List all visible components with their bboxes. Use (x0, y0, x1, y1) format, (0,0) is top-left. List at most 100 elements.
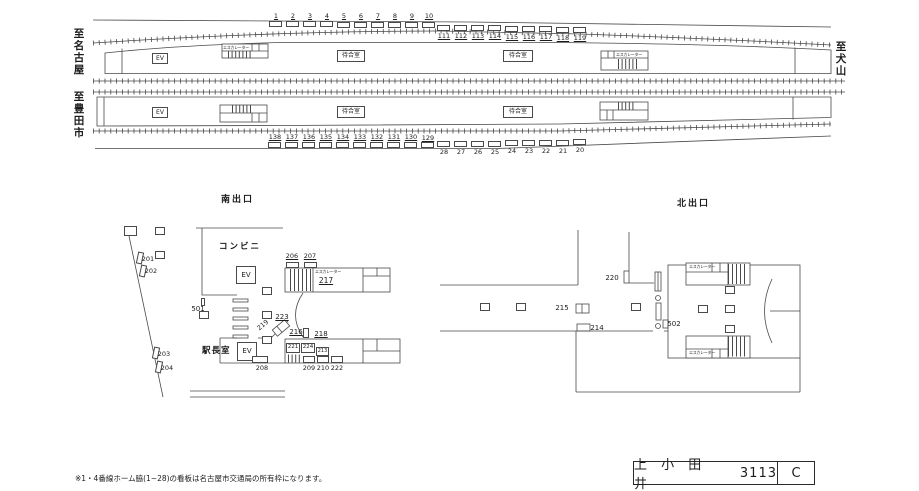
ad-number: 132 (370, 133, 384, 141)
pillar (262, 311, 272, 319)
station-master-label: 駅長室 (202, 346, 231, 356)
escalator-label: エスカレーター (689, 350, 715, 355)
escalator-label: エスカレーター (315, 269, 341, 274)
ad-number: 27 (456, 148, 466, 156)
escalator-label: エスカレーター (616, 51, 642, 57)
ad-number: 129 (421, 134, 435, 142)
ad-slot (522, 26, 535, 32)
ad-number: 203 (157, 350, 171, 358)
elevator-box: EV (152, 53, 168, 64)
station-class: C (777, 462, 814, 484)
ad-number: 216 (289, 328, 303, 336)
ticket-gates-north (654, 271, 662, 329)
platform-1 (104, 42, 832, 74)
ad-number: 215 (555, 304, 569, 312)
ad-number: 113 (471, 32, 485, 40)
ad-number: 117 (539, 33, 553, 41)
direction-toyota: 至豊田市 (72, 91, 85, 139)
ad-number: 116 (522, 33, 536, 41)
ad-slot (304, 262, 317, 268)
ad-number: 28 (439, 148, 449, 156)
ad-slot (201, 298, 205, 306)
escalator-stairs-box (685, 262, 751, 286)
ad-number: 210 (316, 364, 330, 372)
escalator-label: エスカレーター (689, 264, 715, 269)
ad-slot (285, 142, 298, 148)
stairs-box (599, 101, 649, 121)
bottom-boundary-line (95, 135, 832, 149)
ad-number: 133 (353, 133, 367, 141)
ad-slot (303, 21, 316, 27)
ad-number: 3 (307, 12, 313, 20)
waiting-room-box: 待合室 (337, 106, 365, 118)
ad-number: 114 (488, 32, 502, 40)
ad-slot (354, 22, 367, 28)
ad-number: 131 (387, 133, 401, 141)
ad-slot (371, 22, 384, 28)
ad-number: 6 (358, 12, 364, 20)
ad-number: 1 (273, 12, 279, 20)
north-exit-title: 北出口 (677, 199, 711, 209)
ad-number: 9 (409, 12, 415, 20)
ad-slot (573, 139, 586, 145)
ad-number: 208 (255, 364, 269, 372)
ad-slot (454, 25, 467, 31)
ad-number: 8 (392, 12, 398, 20)
ad-slot (337, 22, 350, 28)
pillar (155, 227, 165, 235)
ad-slot (421, 142, 434, 148)
pillar (516, 303, 526, 311)
ad-number: 21 (558, 147, 568, 155)
sign-box-214 (576, 323, 591, 332)
ad-number: 134 (336, 133, 350, 141)
pillar (262, 336, 272, 344)
ad-slot (454, 141, 467, 147)
ad-number: 218 (314, 330, 328, 338)
ad-number: 20 (575, 146, 585, 154)
ad-slot (471, 25, 484, 31)
ad-slot (422, 22, 435, 28)
ad-number: 138 (268, 133, 282, 141)
ad-slot (353, 142, 366, 148)
ad-slot (269, 21, 282, 27)
ad-slot (268, 142, 281, 148)
ad-slot (286, 21, 299, 27)
pillar (698, 305, 708, 313)
ad-number: 4 (324, 12, 330, 20)
direction-inuyama: 至犬山 (834, 41, 847, 77)
ad-number: 206 (285, 252, 299, 260)
ad-number: 202 (144, 267, 158, 275)
top-boundary-line (92, 19, 832, 28)
ad-number: 217 (318, 276, 334, 285)
ad-number: 214 (590, 324, 604, 332)
ad-slot (319, 142, 332, 148)
ad-number: 136 (302, 133, 316, 141)
ad-slot (252, 356, 268, 363)
ad-number: 25 (490, 148, 500, 156)
pillar (199, 311, 209, 319)
sign-box-215 (575, 303, 590, 314)
escalator-stairs-box (685, 335, 751, 359)
pillar (725, 305, 735, 313)
ad-slot (404, 142, 417, 148)
ad-slot (471, 141, 484, 147)
ad-number: 130 (404, 133, 418, 141)
pillar (631, 303, 641, 311)
station-code: 3113 (739, 465, 777, 481)
ad-slot: 213 (316, 347, 329, 356)
ad-slot (505, 26, 518, 32)
ad-number: 7 (375, 12, 381, 20)
ad-number: 119 (573, 34, 587, 42)
station-title-box: 上 小 田 井 3113 C (633, 458, 815, 491)
ad-slot (387, 142, 400, 148)
south-exit-title: 南出口 (221, 195, 255, 205)
elevator-box: EV (152, 107, 168, 118)
ad-number: 5 (341, 12, 347, 20)
ad-number: 220 (605, 274, 619, 282)
ticket-gates-south (232, 298, 249, 339)
ad-number: 22 (541, 147, 551, 155)
pillar (262, 287, 272, 295)
ad-number: 201 (141, 255, 155, 263)
ad-number: 24 (507, 147, 517, 155)
